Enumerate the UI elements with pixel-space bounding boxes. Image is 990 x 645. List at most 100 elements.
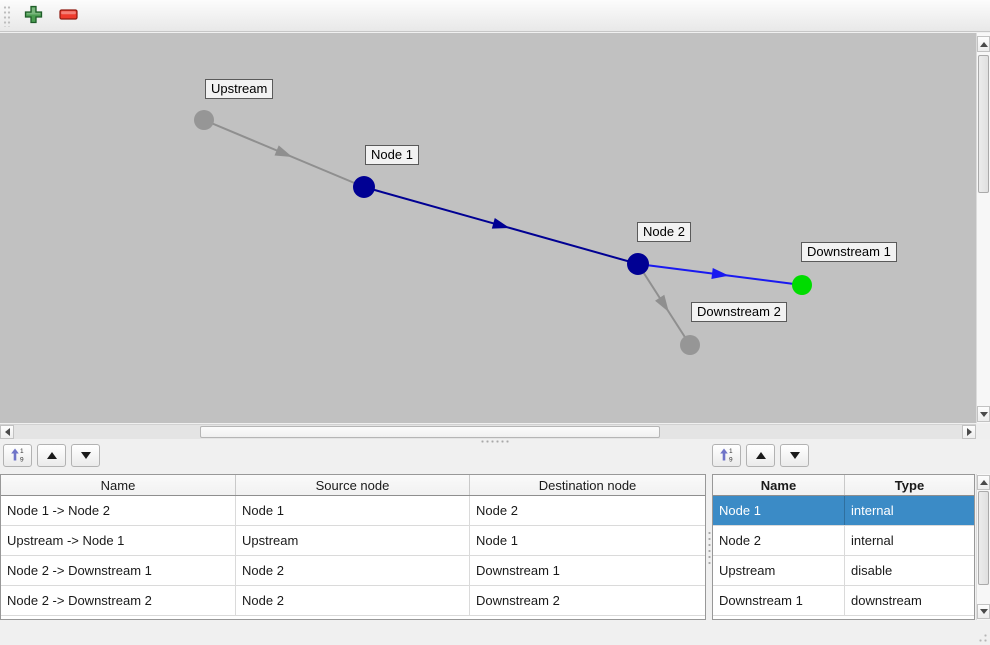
triangle-left-icon — [4, 428, 10, 436]
node-node1[interactable] — [353, 176, 375, 198]
edge-table-header: Name Source node Destination node — [1, 475, 705, 496]
node-label-downstream2[interactable]: Downstream 2 — [691, 302, 787, 322]
cell-name: Node 1 — [713, 496, 845, 525]
edge-table: Name Source node Destination node Node 1… — [0, 474, 706, 620]
scroll-down-button[interactable] — [977, 604, 990, 619]
horizontal-scrollbar-thumb[interactable] — [200, 426, 660, 438]
cell-type: internal — [851, 503, 894, 518]
edge-arrow-icon — [655, 294, 669, 313]
scroll-right-button[interactable] — [962, 425, 976, 439]
edge-table-toolbar: 1 9 — [3, 444, 105, 468]
cell: Downstream 2 — [476, 593, 560, 608]
scroll-up-button[interactable] — [977, 36, 990, 52]
node-label-upstream[interactable]: Upstream — [205, 79, 274, 99]
cell-type: downstream — [851, 593, 922, 608]
canvas-vertical-scrollbar[interactable] — [976, 33, 990, 423]
vertical-scrollbar-thumb[interactable] — [978, 55, 989, 193]
up-arrow-icon — [46, 452, 57, 459]
cell: Node 1 -> Node 2 — [1, 496, 236, 525]
node-table-toolbar: 1 9 — [712, 444, 814, 468]
window-resize-grip[interactable] — [975, 630, 988, 643]
edge-arrow-icon — [711, 268, 729, 279]
node-label-node2[interactable]: Node 2 — [637, 222, 691, 242]
graph-svg — [194, 110, 812, 355]
scrollbar-corner — [976, 424, 990, 439]
splitter-grip-icon — [707, 530, 711, 564]
cell: Node 2 -> Downstream 1 — [1, 556, 236, 585]
column-header-name[interactable]: Name — [1, 475, 236, 495]
horizontal-splitter[interactable] — [0, 439, 990, 444]
triangle-down-icon — [979, 411, 988, 417]
cell: Node 1 — [236, 496, 470, 525]
node-label-downstream1[interactable]: Downstream 1 — [801, 242, 897, 262]
move-up-button[interactable] — [37, 444, 66, 467]
cell: Downstream 1 — [476, 563, 560, 578]
node-label-node1[interactable]: Node 1 — [365, 145, 419, 165]
node-table-row[interactable]: Upstream disable — [713, 556, 974, 586]
vertical-scrollbar-thumb[interactable] — [978, 491, 989, 585]
node-node2[interactable] — [627, 253, 649, 275]
svg-text:1: 1 — [20, 448, 24, 455]
splitter-grip-icon — [480, 440, 510, 443]
minus-icon — [58, 8, 78, 23]
node-table-header: Name Type — [713, 475, 974, 496]
cell: Node 2 — [236, 556, 470, 585]
canvas-horizontal-scrollbar[interactable] — [0, 424, 976, 439]
node-table-row[interactable]: Node 1 internal — [713, 496, 974, 526]
cell: Upstream — [236, 526, 470, 555]
edge-arrow-icon — [491, 218, 510, 229]
triangle-down-icon — [979, 609, 988, 614]
column-header-source-node[interactable]: Source node — [236, 475, 470, 495]
node-downstream2[interactable] — [680, 335, 700, 355]
column-header-destination-node[interactable]: Destination node — [538, 477, 637, 493]
svg-text:1: 1 — [729, 448, 733, 455]
toolbar-drag-handle[interactable] — [3, 4, 11, 27]
node-upstream[interactable] — [194, 110, 214, 130]
node-table-row[interactable]: Downstream 1 downstream — [713, 586, 974, 616]
move-up-button[interactable] — [746, 444, 775, 467]
main-toolbar — [0, 0, 990, 32]
column-header-name[interactable]: Name — [713, 475, 845, 495]
down-arrow-icon — [789, 452, 800, 459]
add-button[interactable] — [19, 2, 47, 30]
sort-button[interactable]: 1 9 — [712, 444, 741, 467]
cell-type: disable — [851, 563, 893, 578]
svg-text:9: 9 — [20, 457, 24, 463]
cell: Node 2 -> Downstream 2 — [1, 586, 236, 615]
cell-name: Downstream 1 — [713, 586, 845, 615]
triangle-up-icon — [979, 41, 988, 47]
cell-type: internal — [851, 533, 894, 548]
scroll-down-button[interactable] — [977, 406, 990, 422]
cell: Node 1 — [476, 533, 518, 548]
svg-text:9: 9 — [729, 457, 733, 463]
column-header-type[interactable]: Type — [894, 477, 925, 493]
sort-button[interactable]: 1 9 — [3, 444, 32, 467]
triangle-right-icon — [966, 428, 972, 436]
remove-button[interactable] — [54, 2, 82, 30]
node-downstream1[interactable] — [792, 275, 812, 295]
cell: Node 2 — [476, 503, 518, 518]
cell-name: Upstream — [713, 556, 845, 585]
node-table-row[interactable]: Node 2 internal — [713, 526, 974, 556]
scroll-up-button[interactable] — [977, 475, 990, 490]
cell-name: Node 2 — [713, 526, 845, 555]
move-down-button[interactable] — [780, 444, 809, 467]
node-table-scrollbar[interactable] — [976, 474, 990, 620]
plus-icon — [24, 5, 43, 27]
cell: Node 2 — [236, 586, 470, 615]
vertical-splitter[interactable] — [706, 474, 712, 620]
cell: Upstream -> Node 1 — [1, 526, 236, 555]
sort-ascending-icon: 1 9 — [719, 447, 734, 464]
move-down-button[interactable] — [71, 444, 100, 467]
down-arrow-icon — [80, 452, 91, 459]
scroll-left-button[interactable] — [0, 425, 14, 439]
